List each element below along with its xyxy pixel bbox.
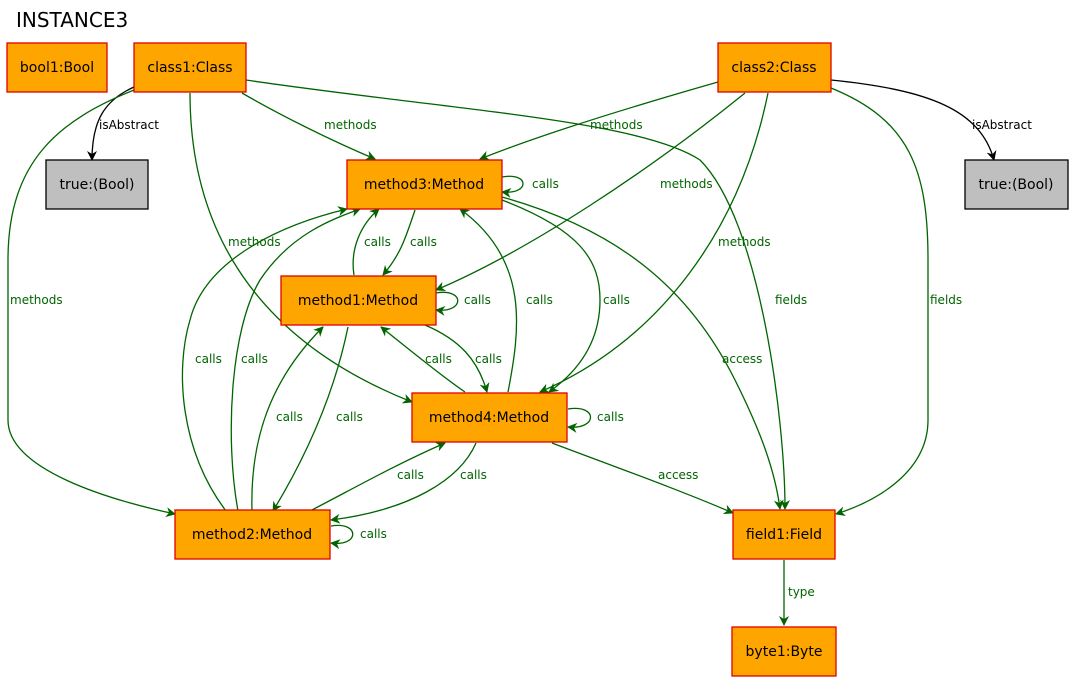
edge-label: fields (930, 293, 962, 307)
edge-method4-method1 (380, 326, 466, 393)
node-field1: field1:Field (732, 509, 836, 560)
edge-label: methods (660, 177, 713, 191)
edge-class1-method2 (7, 89, 176, 517)
node-true-1: true:(Bool) (45, 159, 149, 210)
node-byte1: byte1:Byte (731, 626, 837, 677)
edge-class2-method4 (539, 92, 769, 394)
node-method2: method2:Method (174, 509, 331, 560)
edge-class2-field1 (830, 87, 929, 517)
node-label: bool1:Bool (20, 60, 94, 76)
edge-label: methods (590, 118, 643, 132)
edge-label: type (788, 585, 815, 599)
edge-class1-method4 (189, 92, 413, 404)
edge-label: fields (775, 293, 807, 307)
edge-method2-method3-b (230, 207, 361, 512)
diagram-title: INSTANCE3 (16, 8, 129, 32)
edge-method4-self (567, 407, 592, 433)
node-class1: class1:Class (133, 42, 247, 93)
node-label: class2:Class (731, 60, 816, 76)
edge-method1-method2 (272, 326, 349, 512)
node-label: method2:Method (192, 527, 312, 543)
edge-label: calls (364, 235, 391, 249)
node-method1: method1:Method (280, 275, 437, 326)
edge-label: access (722, 352, 762, 366)
edge-label: calls (241, 352, 268, 366)
edge-label: calls (532, 177, 559, 191)
node-label: class1:Class (147, 60, 232, 76)
edge-label: calls (603, 293, 630, 307)
edge-label: calls (597, 410, 624, 424)
edge-method1-method3 (352, 208, 380, 276)
node-true-2: true:(Bool) (964, 159, 1069, 210)
node-label: method4:Method (429, 410, 549, 426)
edge-label: calls (460, 468, 487, 482)
edge-label: methods (718, 235, 771, 249)
edge-method3-self (501, 175, 524, 198)
node-label: true:(Bool) (979, 177, 1054, 193)
edge-method2-method4 (309, 442, 446, 512)
edge-class1-field1 (245, 79, 790, 510)
node-method4: method4:Method (411, 392, 568, 443)
edge-label: calls (475, 352, 502, 366)
edge-method4-field1 (551, 442, 734, 515)
edge-class2-isabstract (830, 79, 997, 161)
edge-class1-isabstract (87, 86, 135, 161)
edge-label: calls (276, 410, 303, 424)
edge-method2-method1 (251, 326, 324, 512)
node-bool1: bool1:Bool (6, 42, 108, 93)
edge-class1-method3 (241, 92, 376, 161)
edge-label: isAbstract (972, 118, 1032, 132)
edge-method2-method3-a (181, 206, 348, 512)
node-class2: class2:Class (717, 42, 832, 93)
edge-class2-method3 (479, 81, 719, 161)
edge-label: methods (324, 118, 377, 132)
node-label: method1:Method (298, 293, 418, 309)
node-label: true:(Bool) (60, 177, 135, 193)
edge-label: calls (526, 293, 553, 307)
edge-label: calls (464, 293, 491, 307)
edge-label: calls (195, 352, 222, 366)
edge-label: calls (425, 352, 452, 366)
edge-method3-method4 (501, 199, 601, 393)
edge-label: isAbstract (99, 118, 159, 132)
edge-label: access (658, 468, 698, 482)
edge-label: methods (228, 235, 281, 249)
edge-label: methods (10, 293, 63, 307)
edge-method4-method2 (330, 442, 477, 524)
edge-label: calls (397, 468, 424, 482)
edge-label: calls (336, 410, 363, 424)
edge-method4-method3 (459, 208, 518, 393)
edge-method1-self (435, 291, 459, 316)
edge-class2-method1 (435, 92, 746, 292)
edge-method1-method4 (424, 324, 490, 393)
edge-method3-field1 (501, 196, 784, 510)
node-label: field1:Field (746, 527, 822, 543)
edge-method3-method1 (382, 209, 416, 276)
node-label: method3:Method (364, 177, 484, 193)
edge-label: calls (360, 527, 387, 541)
node-label: byte1:Byte (746, 644, 823, 660)
node-method3: method3:Method (346, 159, 503, 210)
edge-label: calls (410, 235, 437, 249)
edge-method2-self (330, 524, 354, 550)
